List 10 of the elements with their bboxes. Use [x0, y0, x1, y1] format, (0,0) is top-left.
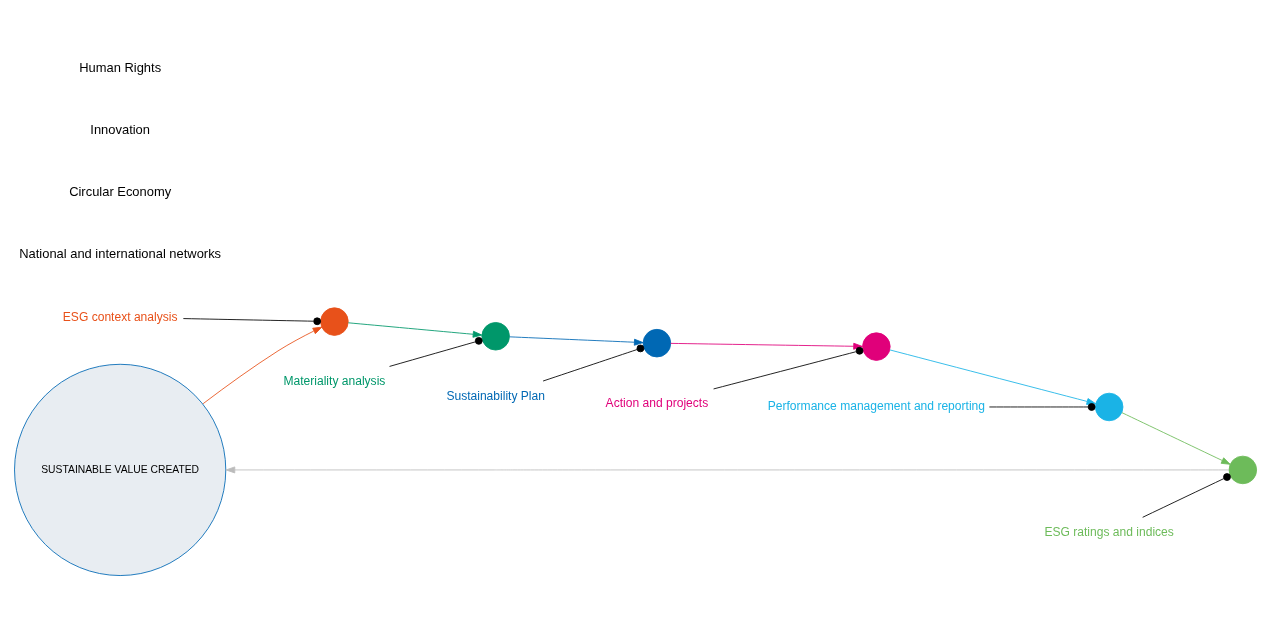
node-text: ESG context analysis — [62, 308, 178, 323]
node-text: Action and projects — [605, 395, 709, 410]
label: Circular Economy — [69, 183, 172, 199]
node-text: Sustainability Plan — [446, 388, 545, 403]
label: National and international networks — [19, 245, 222, 261]
node-text: Materiality analysis — [283, 373, 386, 388]
node-text: Performance management and reporting — [767, 398, 985, 413]
label: Innovation — [90, 121, 150, 137]
node-text: ESG ratings and indices — [1044, 524, 1174, 539]
label: Human Rights — [79, 59, 162, 75]
